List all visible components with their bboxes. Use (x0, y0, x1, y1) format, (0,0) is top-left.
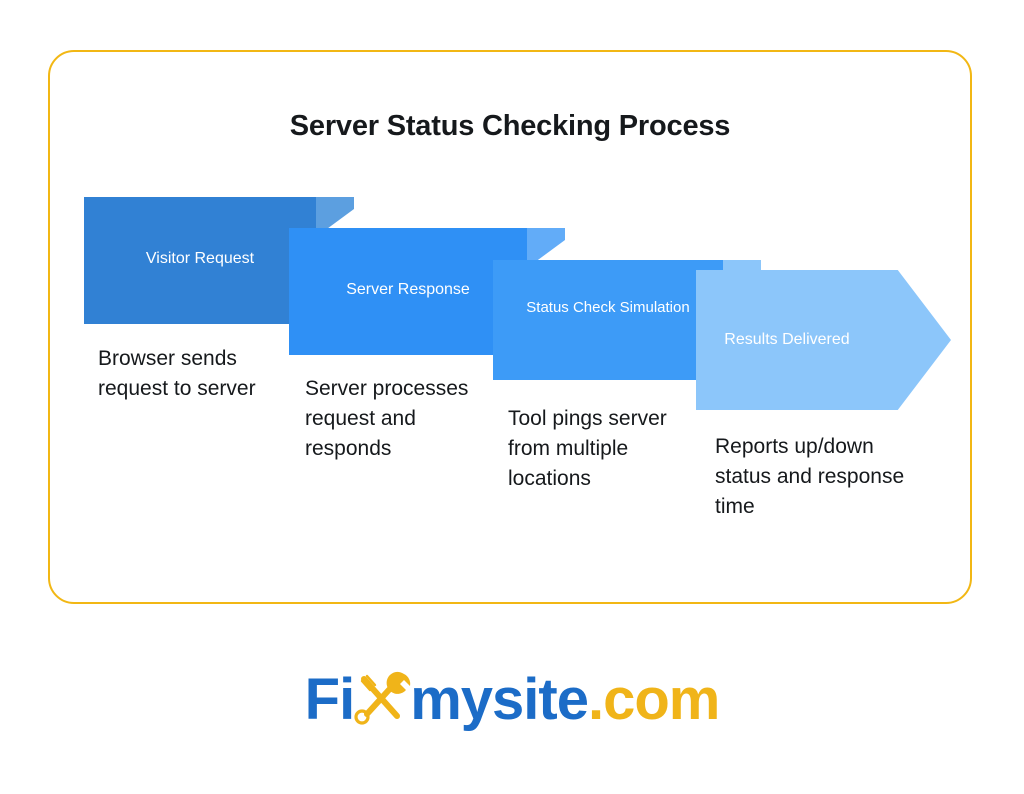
process-flow-diagram: Visitor Request Browser sends request to… (50, 52, 970, 602)
stage-shape-server-response (289, 228, 565, 355)
flow-stage-results-delivered[interactable]: Results Delivered (696, 270, 951, 410)
stage-caption-results-delivered: Reports up/down status and response time (715, 435, 905, 518)
logo-text-mysite: mysite (410, 667, 589, 732)
page-title: Server Status Checking Process (289, 110, 731, 142)
stage-shape-results-delivered (696, 270, 951, 410)
logo-text-dotcom: .com (587, 667, 720, 732)
stage-caption-status-check-simulation: Tool pings server from multiple location… (508, 407, 667, 490)
flow-stage-visitor-request[interactable]: Visitor Request (84, 197, 354, 324)
brand-logo[interactable]: Fi mysite .com (0, 660, 1024, 740)
stage-caption-server-response: Server processes request and responds (305, 377, 469, 460)
infographic-card: Server Status Checking Process Visitor R… (48, 50, 972, 604)
logo-text-fi: Fi (304, 667, 356, 732)
wrench-screwdriver-x-icon (350, 667, 412, 734)
stage-caption-visitor-request: Browser sends request to server (98, 347, 256, 400)
stage-shape-visitor-request (84, 197, 354, 324)
